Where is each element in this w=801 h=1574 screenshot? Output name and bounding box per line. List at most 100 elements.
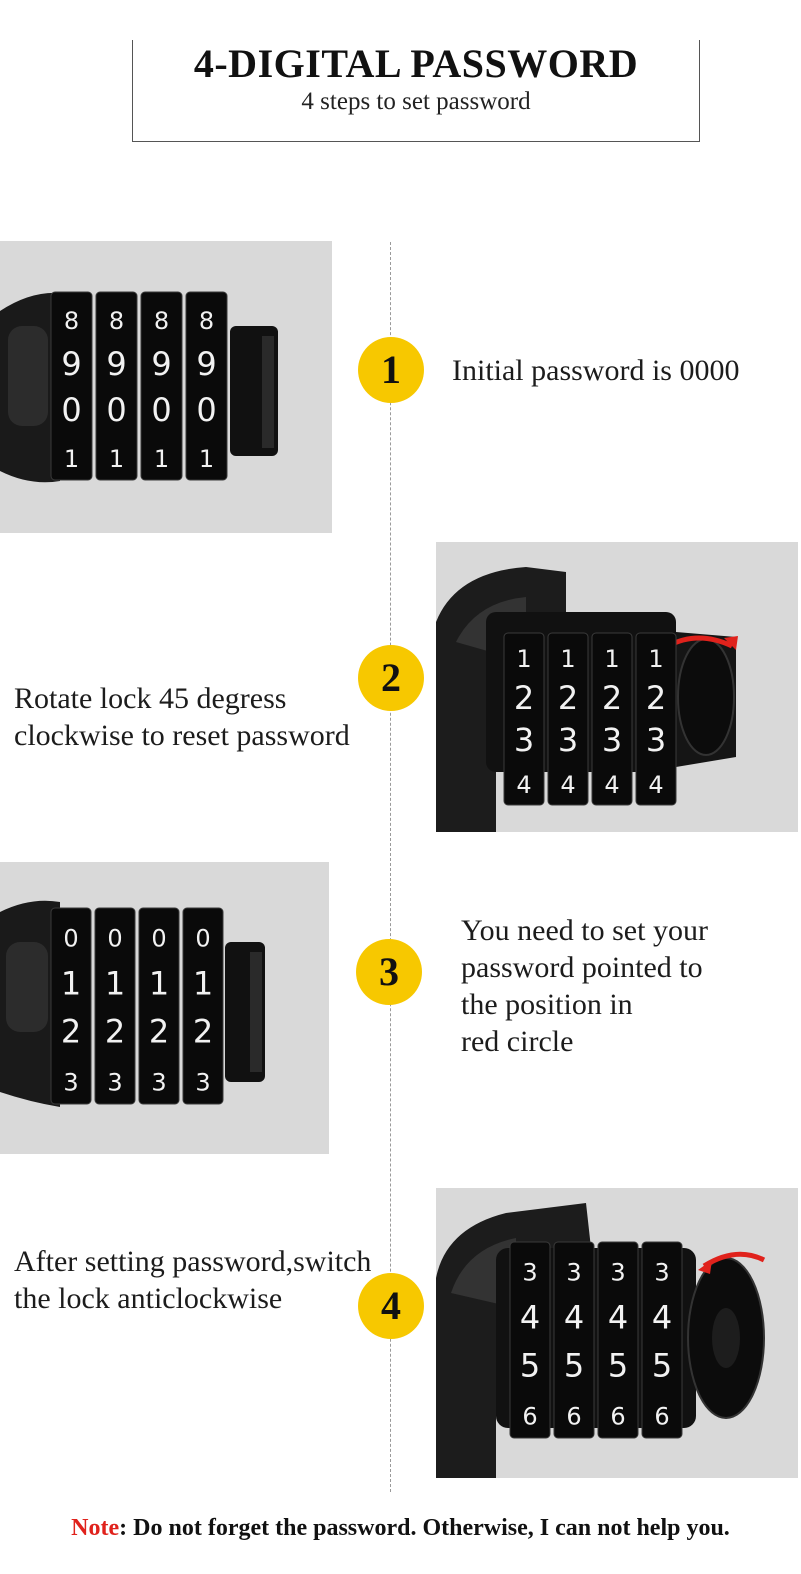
dial-digit: 1 (560, 645, 575, 673)
dial-digit: 3 (107, 1069, 122, 1097)
step-2-badge: 2 (358, 645, 424, 711)
dial-wheel (182, 907, 224, 1105)
dial-digit: 4 (604, 771, 619, 799)
dial-digit: 4 (608, 1299, 628, 1337)
dial-digit: 6 (610, 1403, 625, 1431)
header-box: 4-DIGITAL PASSWORD 4 steps to set passwo… (132, 40, 700, 142)
step-3-text: You need to set your password pointed to… (461, 912, 708, 1060)
dial-digit: 8 (109, 307, 124, 335)
dial-digit: 3 (514, 721, 534, 759)
dial-wheel (94, 907, 136, 1105)
dial-wheel (641, 1241, 683, 1439)
step-3-line-2: password pointed to (461, 951, 703, 984)
dial-digit: 0 (196, 391, 216, 429)
dial-digit: 1 (105, 965, 125, 1003)
dial-digit: 6 (566, 1403, 581, 1431)
dial-digit: 3 (654, 1259, 669, 1287)
dial-wheel (503, 632, 545, 806)
footer-note: Note: Do not forget the password. Otherw… (0, 1515, 801, 1542)
dial-digit: 9 (106, 345, 126, 383)
note-text: : Do not forget the password. Otherwise,… (119, 1515, 730, 1541)
dial-wheel (547, 632, 589, 806)
dial-digit: 1 (648, 645, 663, 673)
dial-digit: 4 (648, 771, 663, 799)
dial-digit: 4 (520, 1299, 540, 1337)
step-4-line-2: the lock anticlockwise (14, 1282, 283, 1315)
dial-digit: 0 (106, 391, 126, 429)
dial-digit: 3 (646, 721, 666, 759)
dial-digit: 0 (151, 391, 171, 429)
dial-digit: 2 (602, 679, 622, 717)
step-1-text: Initial password is 0000 (452, 352, 739, 389)
dial-digit: 5 (564, 1347, 584, 1385)
dial-wheel (509, 1241, 551, 1439)
dial-digit: 3 (63, 1069, 78, 1097)
dial-digit: 2 (514, 679, 534, 717)
dial-wheel (140, 291, 183, 481)
step-3-line-3: the position in (461, 988, 633, 1021)
dial-digit: 8 (154, 307, 169, 335)
step-4-badge: 4 (358, 1273, 424, 1339)
dial-digit: 1 (61, 965, 81, 1003)
center-divider (390, 242, 391, 1492)
step-1-badge: 1 (358, 337, 424, 403)
dial-digit: 3 (195, 1069, 210, 1097)
step-3-line-4: red circle (461, 1025, 574, 1058)
step-3-line-1: You need to set your (461, 914, 708, 947)
dial-digit: 5 (608, 1347, 628, 1385)
dial-digit: 4 (560, 771, 575, 799)
dial-wheel (635, 632, 677, 806)
dial-digit: 9 (61, 345, 81, 383)
dial-wheel (591, 632, 633, 806)
step-4-line-1: After setting password,switch (14, 1245, 372, 1278)
step-3-badge: 3 (356, 939, 422, 1005)
dial-digit: 5 (520, 1347, 540, 1385)
dial-digit: 3 (602, 721, 622, 759)
dial-digit: 6 (654, 1403, 669, 1431)
dial-digit: 1 (109, 445, 124, 473)
note-label: Note (71, 1515, 120, 1541)
dial-digit: 9 (151, 345, 171, 383)
dial-wheel (553, 1241, 595, 1439)
dial-digit: 3 (566, 1259, 581, 1287)
dial-digit: 4 (516, 771, 531, 799)
dial-digit: 2 (105, 1013, 125, 1051)
dial-digit: 8 (64, 307, 79, 335)
step-1-line-1: Initial password is 0000 (452, 354, 740, 387)
step-2-line-2: clockwise to reset password (14, 719, 350, 752)
step-2-text: Rotate lock 45 degress clockwise to rese… (14, 680, 350, 754)
dial-digit: 4 (652, 1299, 672, 1337)
dial-digit: 1 (149, 965, 169, 1003)
dial-digit: 2 (558, 679, 578, 717)
dial-digit: 1 (199, 445, 214, 473)
dial-digit: 0 (195, 925, 210, 953)
dial-digit: 1 (193, 965, 213, 1003)
dial-digit: 1 (64, 445, 79, 473)
dial-digit: 0 (107, 925, 122, 953)
dial-digit: 1 (516, 645, 531, 673)
dial-wheel (50, 907, 92, 1105)
dial-digit: 3 (558, 721, 578, 759)
dial-digit: 5 (652, 1347, 672, 1385)
dial-wheel (597, 1241, 639, 1439)
dial-digit: 2 (193, 1013, 213, 1051)
page-title: 4-DIGITAL PASSWORD (193, 41, 639, 86)
dial-wheel (185, 291, 228, 481)
dial-digit: 3 (522, 1259, 537, 1287)
dial-digit: 1 (604, 645, 619, 673)
dial-digit: 3 (610, 1259, 625, 1287)
page-subtitle: 4 steps to set password (301, 88, 531, 115)
step-2-line-1: Rotate lock 45 degress (14, 682, 287, 715)
dial-wheel (138, 907, 180, 1105)
dial-digit: 2 (149, 1013, 169, 1051)
dial-digit: 8 (199, 307, 214, 335)
dial-digit: 0 (151, 925, 166, 953)
dial-digit: 0 (61, 391, 81, 429)
